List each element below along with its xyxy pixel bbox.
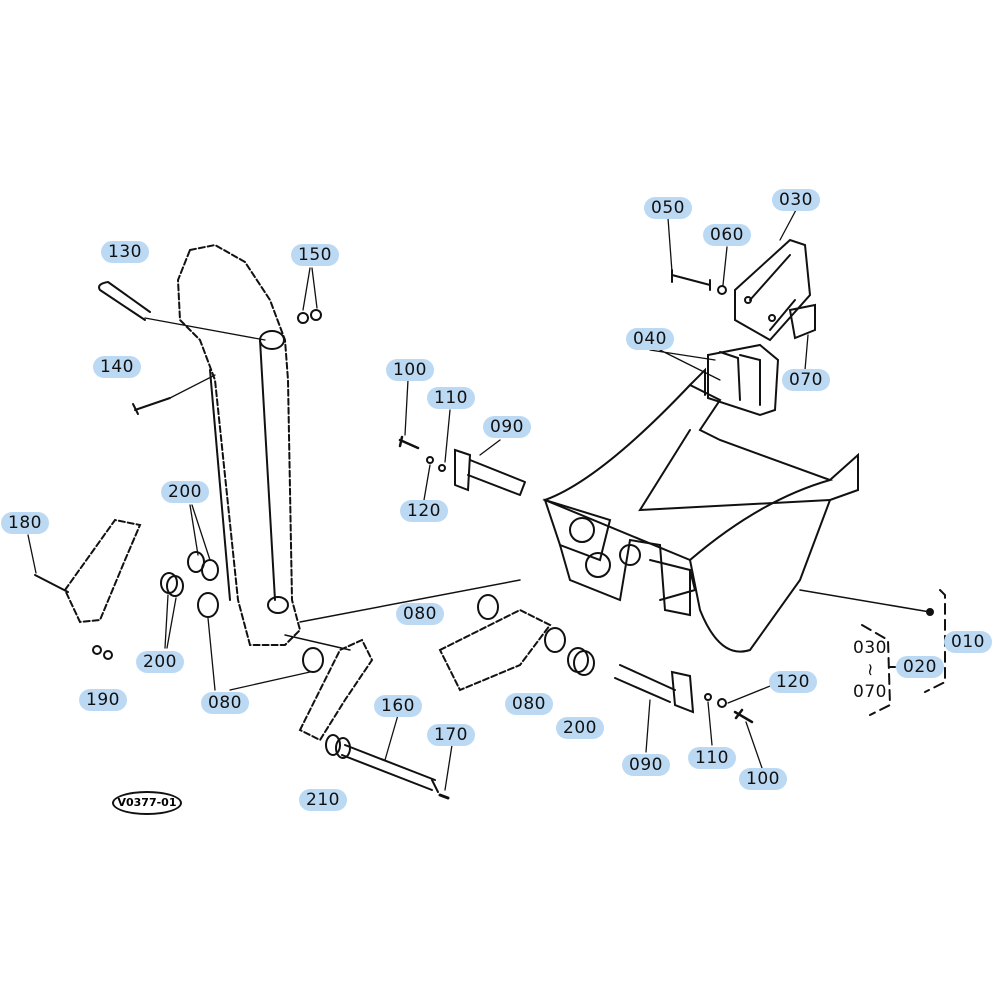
callout-120-upper[interactable]: 120 [400,500,448,522]
callout-210[interactable]: 210 [299,789,347,811]
callout-030[interactable]: 030 [772,189,820,211]
callout-150[interactable]: 150 [291,244,339,266]
arm-part [176,243,302,646]
callout-060[interactable]: 060 [703,224,751,246]
bucket-part [542,367,859,653]
range-tilde: ~ [860,662,880,678]
range-from-label: 030 [853,638,887,658]
callout-090-lower[interactable]: 090 [622,754,670,776]
callout-110-lower[interactable]: 110 [688,747,736,769]
callout-080-middle[interactable]: 080 [396,603,444,625]
pin-130 [98,281,151,321]
callout-040[interactable]: 040 [626,328,674,350]
callout-200-upper[interactable]: 200 [161,481,209,503]
callout-200-left[interactable]: 200 [136,651,184,673]
callout-070[interactable]: 070 [782,369,830,391]
callout-090-upper[interactable]: 090 [483,416,531,438]
callout-190[interactable]: 190 [79,689,127,711]
callout-020[interactable]: 020 [896,656,944,678]
callout-180[interactable]: 180 [1,512,49,534]
callout-050[interactable]: 050 [644,197,692,219]
callout-120-lower[interactable]: 120 [769,671,817,693]
callout-100-lower[interactable]: 100 [739,768,787,790]
diagram-code: V0377-01 [112,791,182,815]
callout-140[interactable]: 140 [93,356,141,378]
callout-100-upper[interactable]: 100 [386,359,434,381]
callout-160[interactable]: 160 [374,695,422,717]
link-left [63,518,142,624]
callout-010[interactable]: 010 [944,631,992,653]
callout-200-right[interactable]: 200 [556,717,604,739]
callout-110-upper[interactable]: 110 [427,387,475,409]
callout-170[interactable]: 170 [427,724,475,746]
callout-130[interactable]: 130 [101,241,149,263]
range-to-label: 070 [853,682,887,702]
bolt-140 [132,397,171,415]
callout-080-left[interactable]: 080 [201,692,249,714]
callout-080-right[interactable]: 080 [505,693,553,715]
